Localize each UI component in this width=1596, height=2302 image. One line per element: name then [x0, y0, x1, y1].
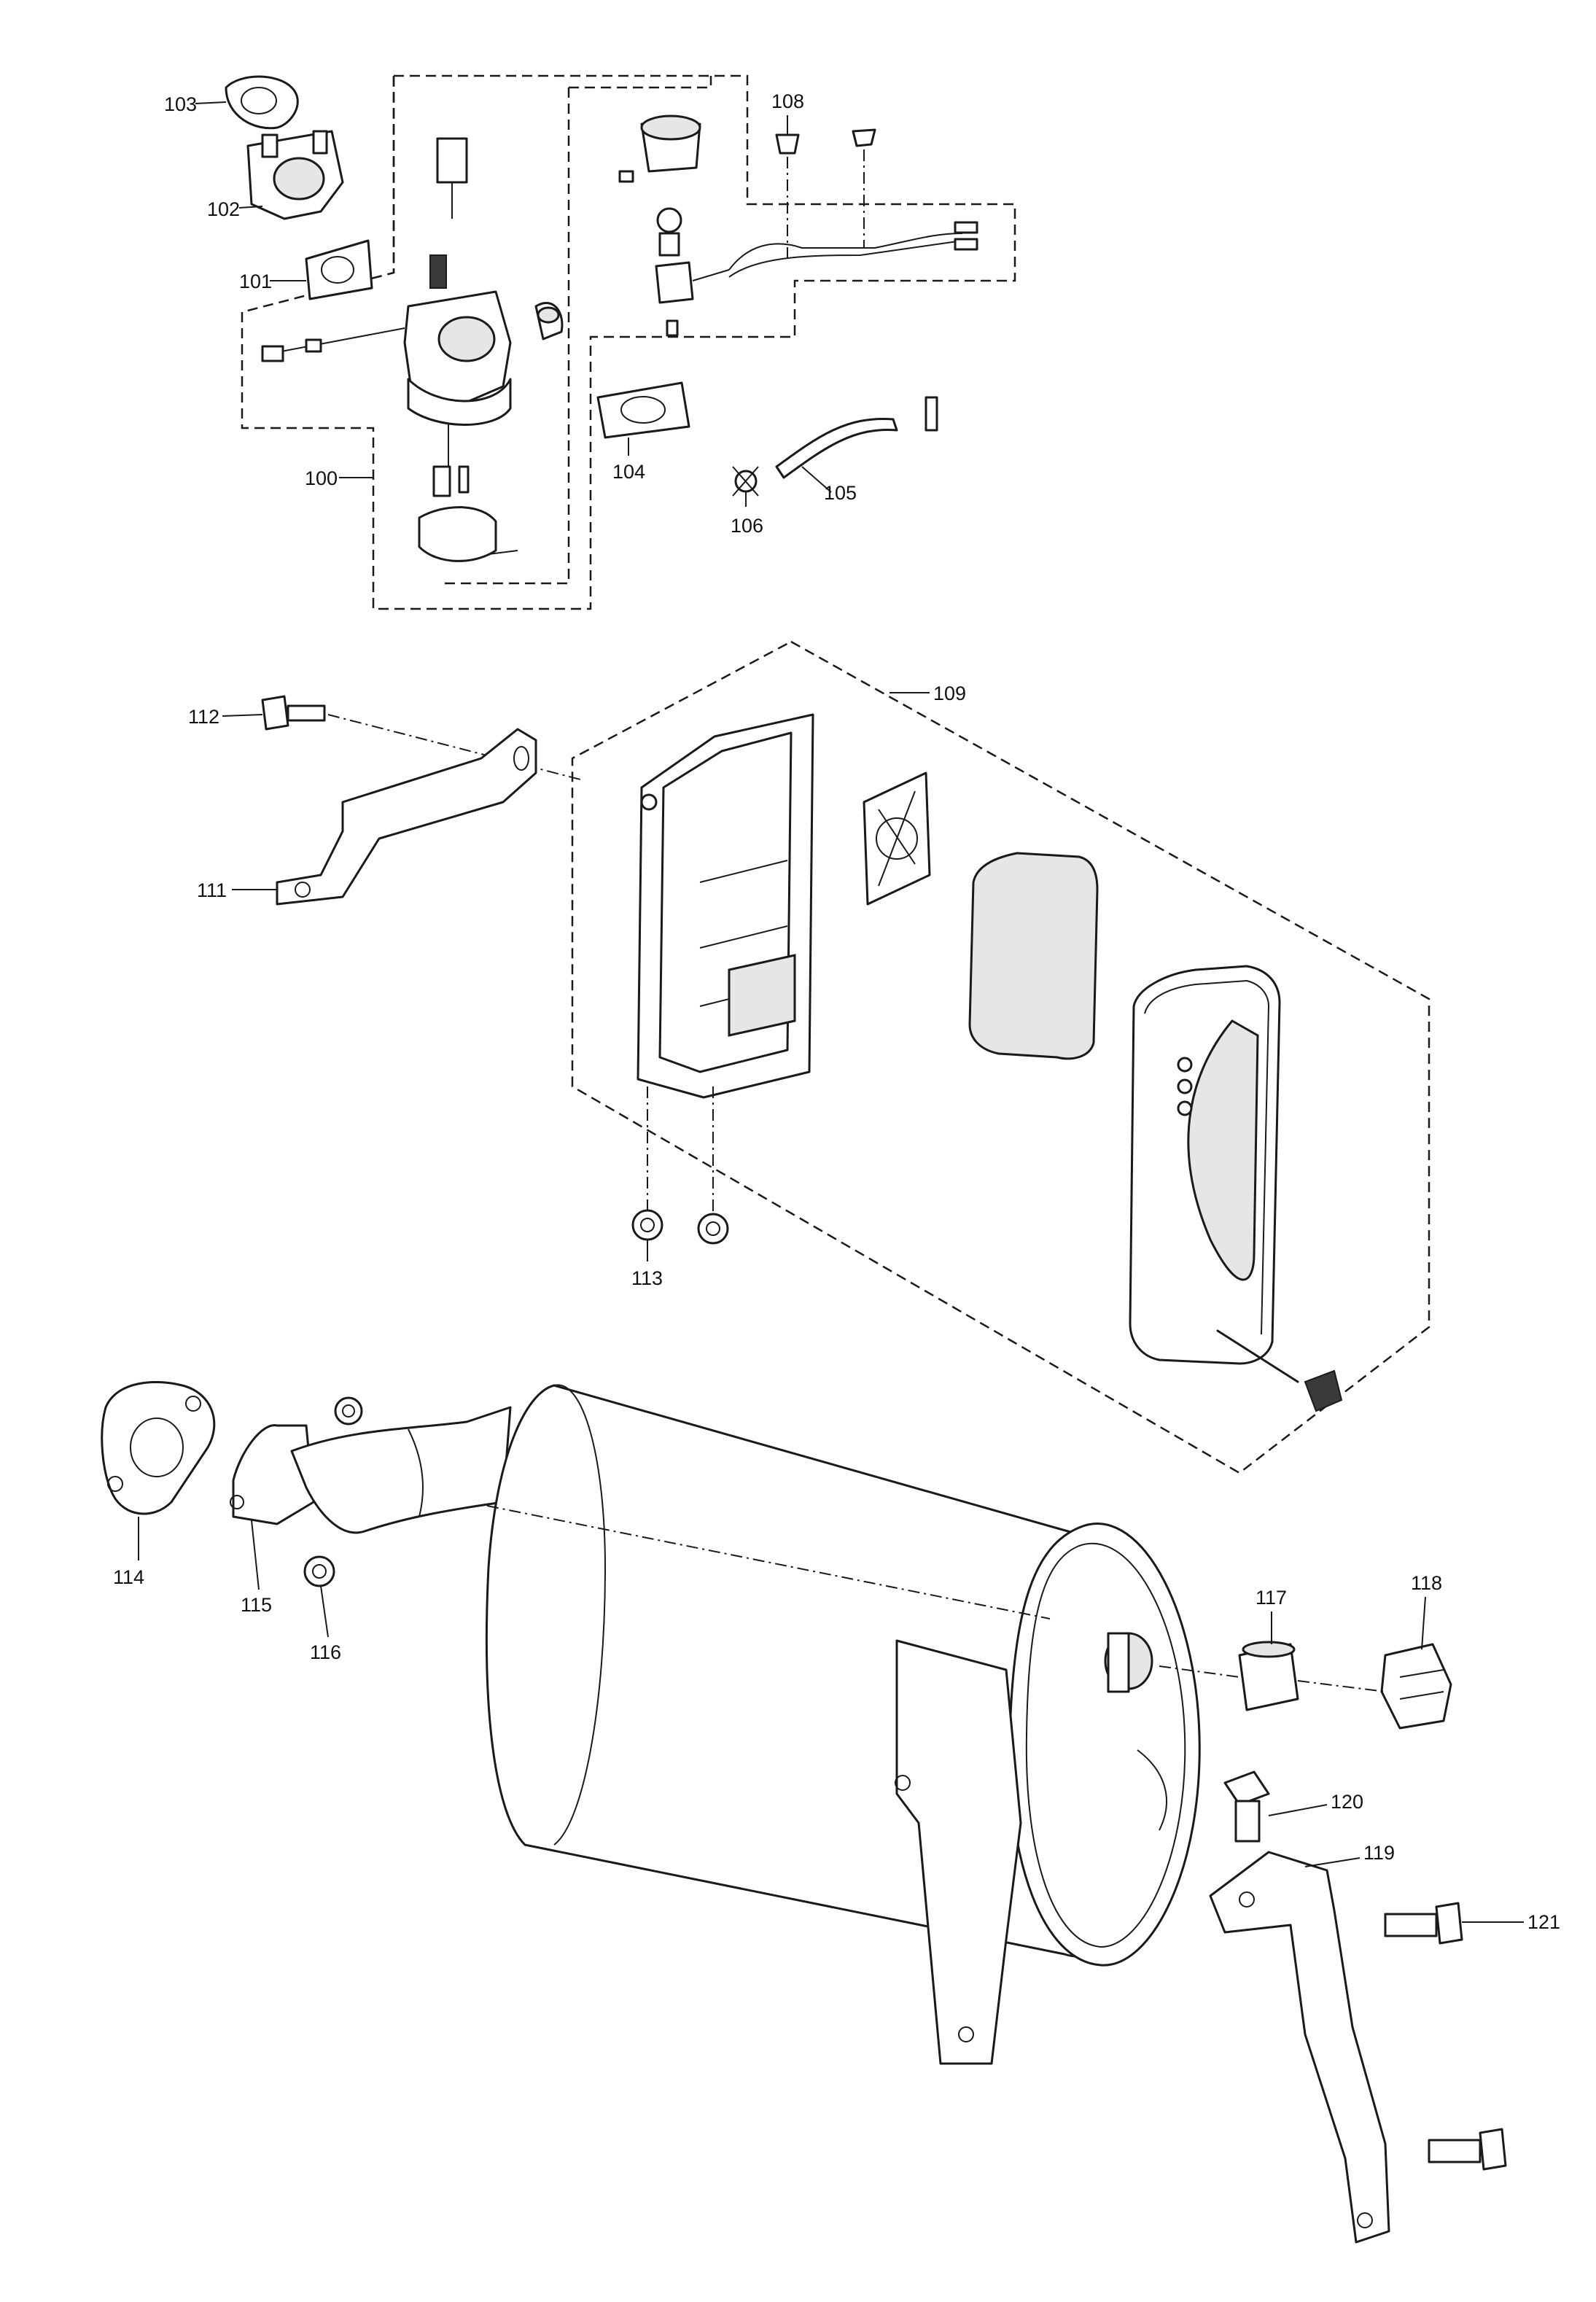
- clamp-106: [732, 466, 759, 497]
- exhaust-pipe: [290, 1406, 512, 1534]
- lock-nut: [334, 1396, 363, 1426]
- bracket-119: [1209, 1851, 1390, 2244]
- callout-120: 120: [1331, 1791, 1363, 1813]
- callout-108: 108: [771, 90, 804, 112]
- gasket-101: [305, 239, 373, 300]
- callout-100: 100: [305, 467, 338, 489]
- spark-arrester-clip-118: [1297, 1643, 1452, 1730]
- bolt-121: [1384, 1902, 1463, 1945]
- callout-113: 113: [631, 1267, 663, 1289]
- callout-121: 121: [1527, 1911, 1560, 1933]
- air-cleaner-outline: [571, 640, 1430, 1474]
- bracket-111: [276, 728, 537, 906]
- callout-101: 101: [239, 271, 272, 292]
- callout-leaders: [138, 101, 1524, 1923]
- callout-102: 102: [207, 198, 240, 220]
- gasket-103: [225, 75, 299, 130]
- bolt-lower: [1428, 2128, 1507, 2171]
- muffler-bracket: [895, 1639, 1022, 2065]
- nut-116: [303, 1555, 335, 1587]
- callout-104: 104: [612, 461, 645, 483]
- callout-103: 103: [164, 93, 197, 115]
- cap-117: [1159, 1641, 1299, 1711]
- carburetor-body: [261, 137, 564, 562]
- muffler-body: [485, 1384, 1201, 1967]
- air-cleaner-cover: [1129, 965, 1343, 1412]
- fuel-hose-105: [775, 396, 938, 479]
- callout-109: 109: [933, 683, 966, 704]
- callout-117: 117: [1256, 1587, 1287, 1609]
- callout-111: 111: [197, 879, 227, 901]
- bolt-112: [261, 695, 584, 781]
- callout-119: 119: [1363, 1842, 1395, 1864]
- clip-108: [775, 128, 876, 263]
- fuel-solenoid: [618, 114, 978, 337]
- callout-116: 116: [310, 1641, 341, 1663]
- nut-113-left: [631, 1086, 663, 1241]
- gasket-114: [101, 1381, 216, 1515]
- air-filter-element: [968, 852, 1099, 1060]
- callout-105: 105: [824, 482, 857, 504]
- bolt-120: [1223, 1770, 1270, 1843]
- callout-115: 115: [241, 1594, 272, 1616]
- nut-113-right: [697, 1086, 729, 1245]
- air-filter-gasket: [863, 771, 931, 906]
- air-cleaner-housing: [637, 713, 814, 1099]
- callout-112: 112: [188, 706, 219, 728]
- callout-106: 106: [731, 515, 763, 537]
- callout-labels: 103 102 101 100 108 104 105 106 109 112 …: [113, 90, 1560, 1933]
- insulator-102: [246, 130, 344, 220]
- carburetor-assembly-outline: [241, 74, 1016, 610]
- gasket-104: [596, 381, 690, 439]
- callout-118: 118: [1411, 1572, 1442, 1594]
- callout-114: 114: [113, 1566, 144, 1588]
